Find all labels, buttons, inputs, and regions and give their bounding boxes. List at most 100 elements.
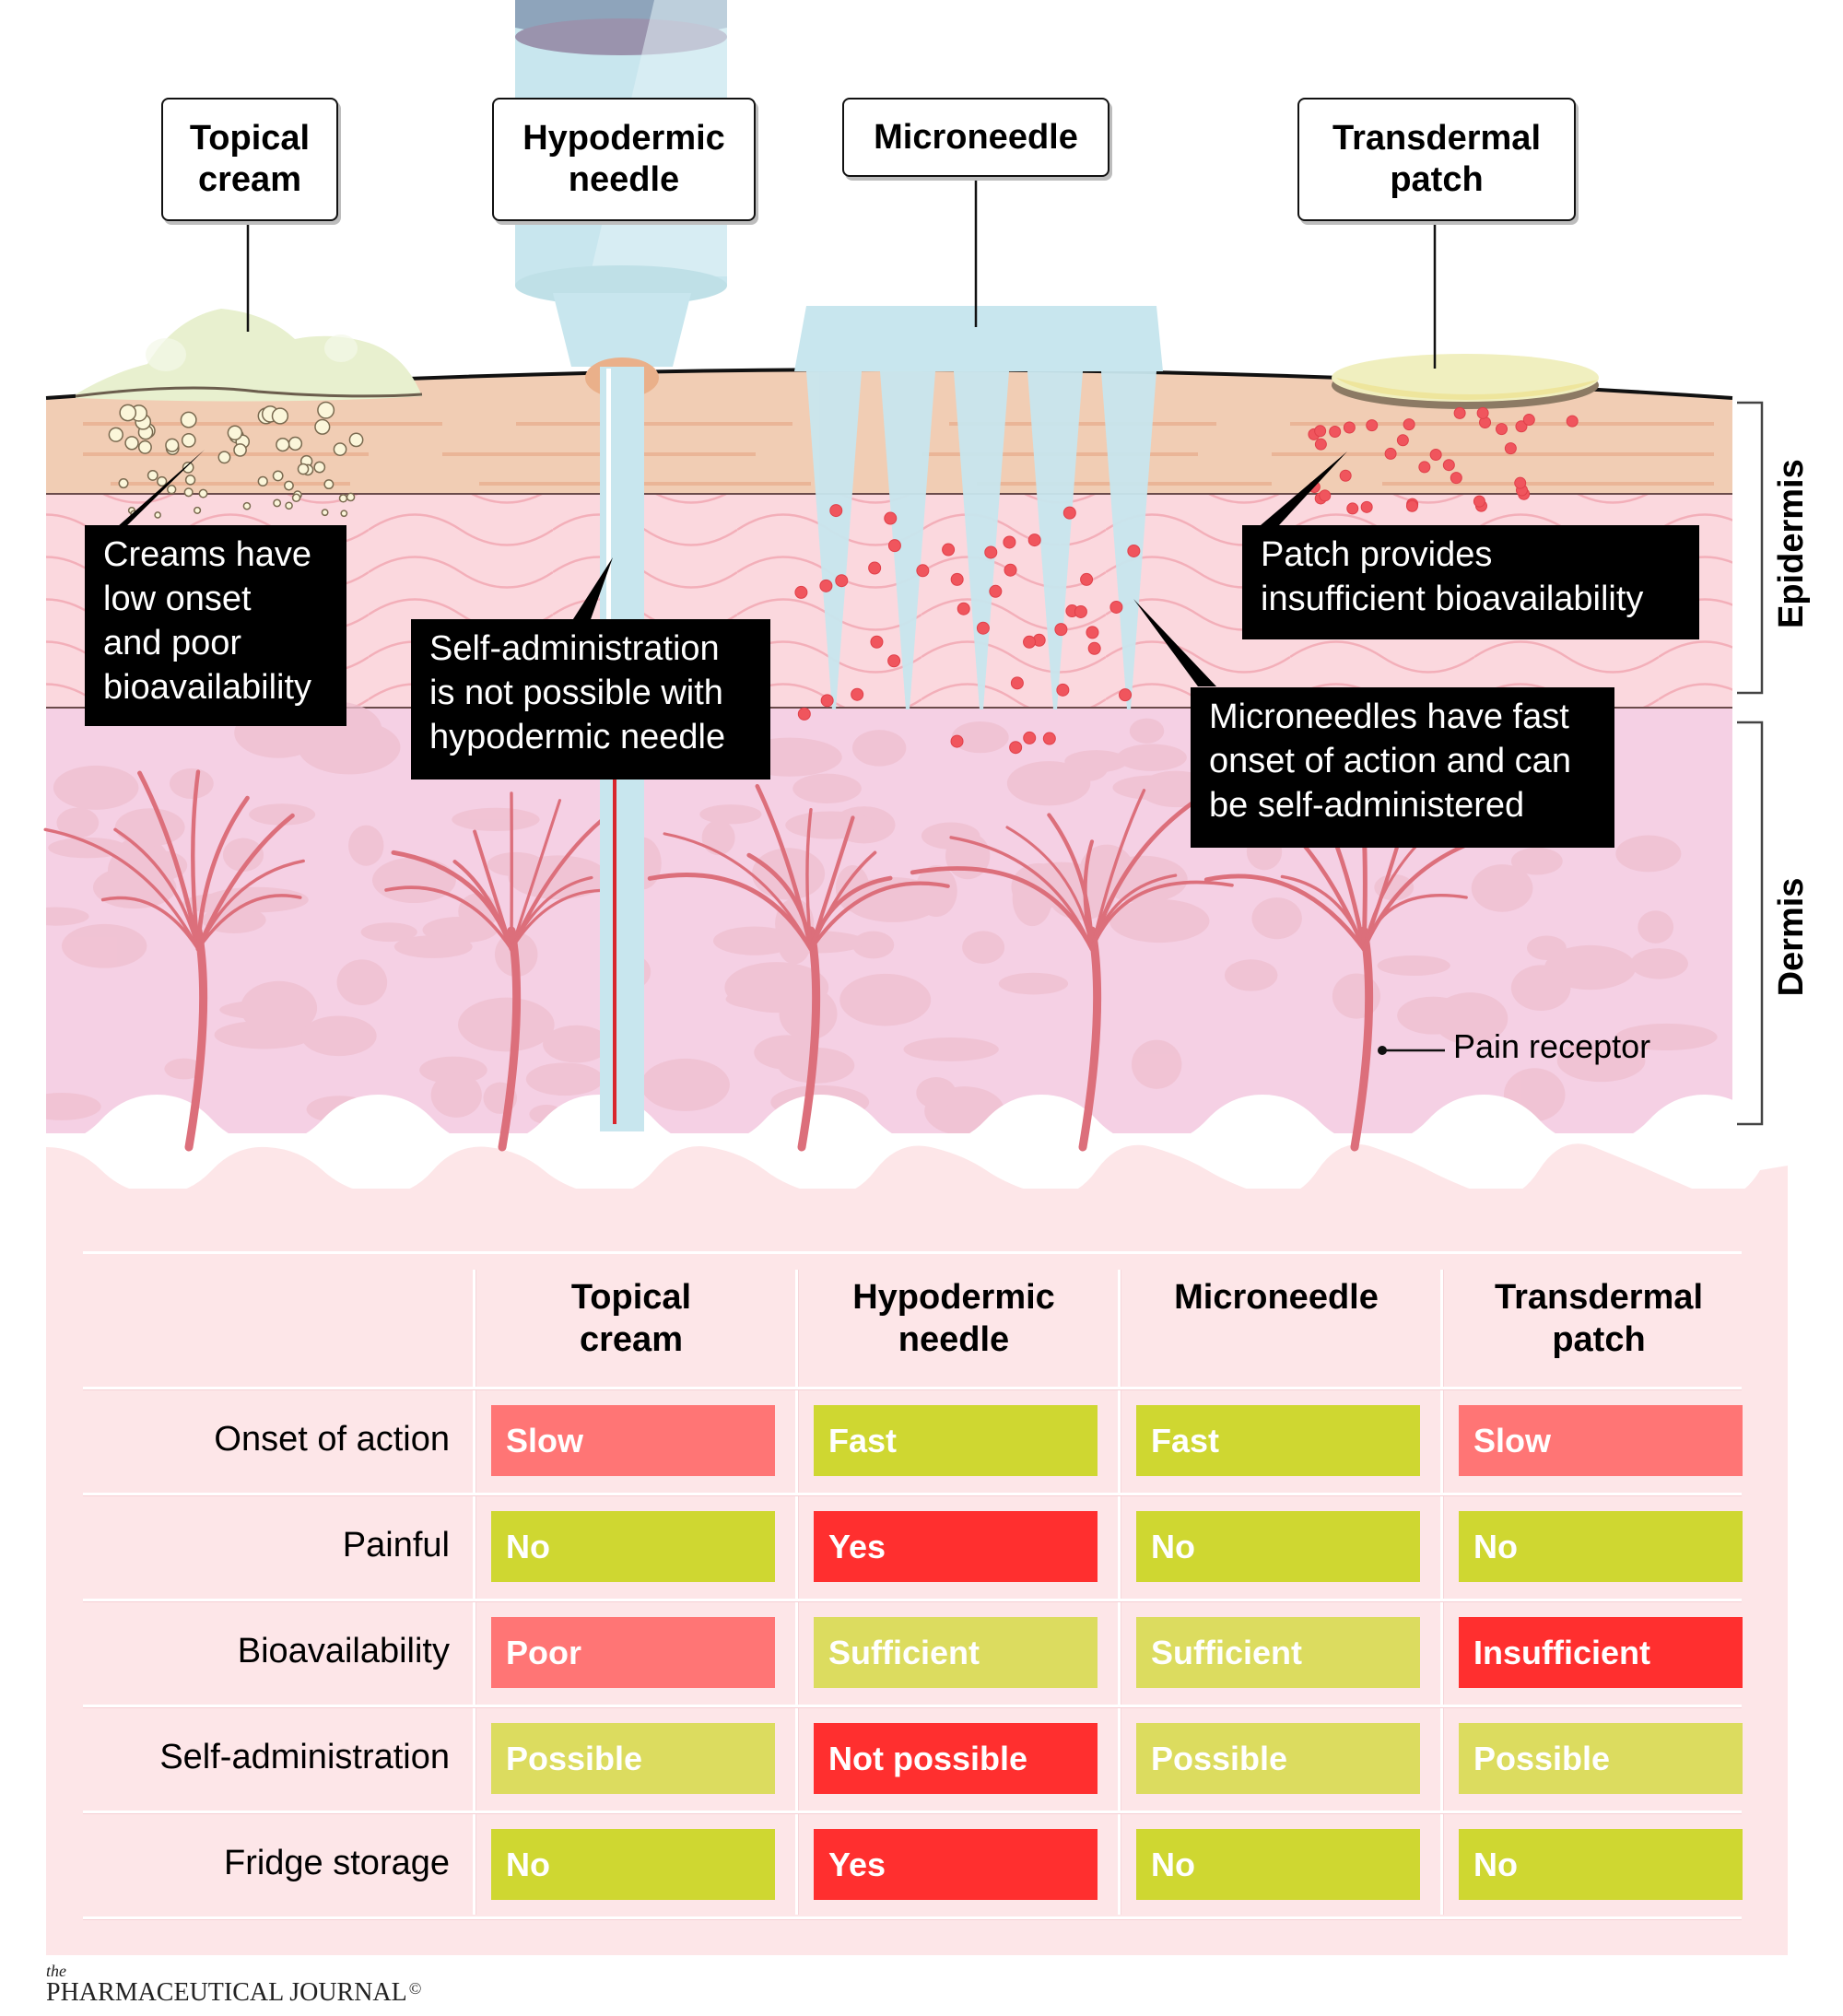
table-panel-wavy-top (46, 1143, 1788, 1198)
rating-cell: Possible (491, 1723, 775, 1794)
drug-particle (829, 504, 843, 518)
rating-cell: Fast (814, 1405, 1098, 1476)
drug-particle (916, 564, 930, 578)
nerve-trunk (184, 926, 208, 1152)
dermis-cell (170, 768, 214, 799)
drug-particle (851, 687, 864, 701)
drug-particle (1473, 495, 1485, 508)
dermis-cell (1556, 1039, 1646, 1083)
cream-particle (297, 463, 310, 475)
drug-particle (1319, 489, 1332, 502)
drug-particle (1450, 472, 1462, 485)
drug-particle (820, 694, 834, 708)
drug-particle (957, 602, 970, 615)
dermis-cell (336, 959, 388, 1005)
nerve-branch (755, 783, 814, 952)
nerve-trunk (1350, 926, 1374, 1152)
drug-particle (1074, 604, 1087, 618)
dermis-cell (1638, 910, 1674, 944)
cream-particle (184, 475, 196, 486)
dermis-cells (46, 701, 1718, 1133)
dermis-cell (543, 1025, 610, 1063)
nerve-branch (510, 875, 593, 951)
cream-particle (167, 485, 177, 495)
rating-cell: Yes (814, 1511, 1098, 1582)
rating-cell: Possible (1136, 1723, 1420, 1794)
label-transdermal-patch: Transdermal patch (1297, 98, 1576, 221)
dermis-cell (508, 855, 608, 900)
rating-cell: No (1136, 1511, 1420, 1582)
nerve-branch (808, 875, 893, 952)
drug-particle (1003, 535, 1016, 549)
rating-cell: Not possible (814, 1723, 1098, 1794)
label-connectors (246, 173, 1437, 369)
row-divider (83, 1387, 1742, 1390)
drug-particle (1405, 499, 1418, 512)
column-divider (473, 1270, 476, 1915)
dermis-cell (164, 1058, 204, 1080)
dermis-cell (1109, 898, 1210, 944)
drug-particle (1496, 423, 1508, 436)
cream-particle (183, 487, 194, 498)
cream-particle (321, 509, 329, 517)
row-label: Painful (342, 1526, 450, 1565)
microneedle-array (794, 306, 1163, 709)
dermis-cell (916, 1077, 957, 1109)
drug-particle (1476, 406, 1489, 419)
drug-particle (1566, 415, 1579, 428)
drug-particle (976, 621, 990, 635)
cream-particles (108, 401, 364, 519)
dermis-cell (903, 1037, 999, 1061)
dermis-cell (1630, 948, 1688, 979)
nerve-branch (196, 859, 305, 951)
dermis-cell (962, 931, 1005, 965)
rating-cell: Yes (814, 1829, 1098, 1900)
drug-particle (1442, 459, 1455, 472)
drug-particle (819, 579, 833, 592)
drug-particle (984, 545, 998, 559)
nerve-branch (473, 829, 513, 951)
dermis-cell (458, 997, 555, 1052)
column-divider (1440, 1270, 1444, 1915)
pain-receptors (43, 769, 1518, 1152)
nerve-trunk (1078, 926, 1102, 1152)
drug-particle (1314, 425, 1327, 438)
dermis-cell (701, 820, 735, 856)
drug-particle (1009, 741, 1023, 755)
callout-hypodermic: Self-administration is not possible with… (411, 619, 770, 779)
dermis-cell (1117, 744, 1187, 771)
copyright-mark: © (408, 1979, 422, 1998)
dermis-cell (1251, 897, 1302, 940)
cream-particle (257, 475, 268, 487)
drug-particle (989, 584, 1003, 598)
cream-particle (157, 475, 168, 487)
microneedle-spike (1101, 371, 1156, 709)
dermis-cell (951, 721, 1009, 754)
drug-particle (1403, 418, 1415, 431)
dermis-cell (785, 811, 876, 839)
cream-particle (147, 469, 158, 481)
drug-particle (887, 654, 901, 668)
cream-particle (182, 461, 194, 474)
dermis-cell (1377, 955, 1450, 977)
nerve-branch (663, 832, 813, 951)
cream-particle (181, 433, 196, 448)
drug-particle (1346, 502, 1359, 515)
dermis-cell (792, 773, 862, 803)
nerve-trunk (797, 926, 821, 1152)
dermis-cell (699, 804, 762, 825)
dermis-cell (371, 857, 456, 904)
dermis-cell (111, 837, 170, 892)
cream-particle (108, 427, 123, 442)
drug-particle (1366, 419, 1379, 432)
drug-particle (835, 574, 849, 588)
dermis-cell (1471, 864, 1533, 912)
cream-particle (124, 436, 139, 451)
drug-particle (1087, 641, 1101, 655)
rating-cell: Sufficient (814, 1617, 1098, 1688)
row-label: Onset of action (214, 1420, 450, 1459)
dermis-cell (1615, 1023, 1718, 1051)
dermis-cell (241, 980, 318, 1036)
dermis-cell (1432, 992, 1508, 1045)
cream-particle (217, 451, 231, 464)
